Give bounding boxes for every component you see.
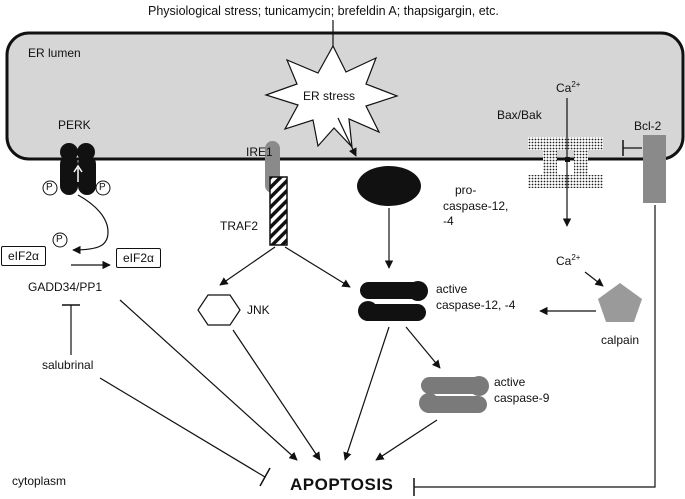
active-caspase12-label-1: active bbox=[436, 282, 468, 296]
eif2a-box: eIF2α bbox=[116, 248, 161, 268]
eif2a-phospho-box: eIF2α bbox=[1, 246, 46, 266]
er-stress-label: ER stress bbox=[303, 89, 356, 103]
calpain-pentagon bbox=[598, 283, 642, 322]
perk-label: PERK bbox=[58, 118, 91, 132]
bcl2-inhibits-apoptosis bbox=[414, 205, 656, 488]
active-caspase12-shape bbox=[358, 281, 428, 321]
traf2-to-jnk-arrow bbox=[219, 246, 276, 286]
ca-cyto-superscript: 2+ bbox=[571, 253, 581, 262]
pro-caspase-label-1: pro- bbox=[455, 183, 477, 197]
stress-to-ire1-arrow bbox=[337, 117, 357, 157]
perk-dimer bbox=[42, 143, 111, 196]
pro-caspase-ellipse bbox=[357, 166, 421, 206]
traf2-to-caspase-arrow bbox=[284, 246, 351, 288]
c12-to-c9-arrow bbox=[405, 326, 441, 369]
bax-bak-label: Bax/Bak bbox=[497, 108, 542, 122]
salubrinal-label: salubrinal bbox=[42, 358, 94, 372]
ca-er-text: Ca bbox=[556, 81, 572, 95]
c12-to-apoptosis bbox=[343, 326, 390, 461]
active-caspase9-shape bbox=[419, 376, 489, 413]
bcl2-block bbox=[643, 135, 666, 203]
active-caspase12-label-2: caspase-12, -4 bbox=[436, 298, 516, 312]
perk-to-eif2a-arrow bbox=[72, 194, 109, 255]
cytoplasm-label: cytoplasm bbox=[12, 474, 67, 488]
jnk-hexagon bbox=[197, 294, 241, 326]
calpain-label: calpain bbox=[601, 333, 640, 347]
active-caspase9-label-2: caspase-9 bbox=[494, 391, 550, 405]
jnk-to-apoptosis bbox=[232, 329, 321, 461]
pro-caspase-label-3: -4 bbox=[443, 214, 454, 228]
phospho-p-right: P bbox=[99, 182, 106, 193]
ca-er-label: Ca2+ bbox=[556, 78, 580, 95]
phospho-p-left: P bbox=[46, 182, 53, 193]
ca-cyto-label: Ca2+ bbox=[556, 251, 580, 268]
traf2-block bbox=[269, 176, 288, 246]
salubrinal-inhibits-apoptosis bbox=[99, 377, 266, 478]
bcl2-label: Bcl-2 bbox=[634, 119, 662, 133]
c9-to-apoptosis bbox=[375, 419, 438, 461]
apoptosis-label: APOPTOSIS bbox=[290, 475, 394, 494]
traf2-label: TRAF2 bbox=[220, 219, 259, 233]
ca-er-superscript: 2+ bbox=[571, 80, 581, 89]
phospho-p-eif2a: P bbox=[56, 234, 63, 245]
bax-bak-channel bbox=[528, 137, 603, 188]
er-lumen-label: ER lumen bbox=[28, 46, 81, 60]
gadd34-label: GADD34/PP1 bbox=[28, 280, 103, 294]
jnk-label: JNK bbox=[247, 303, 270, 317]
ca-to-calpain-arrow bbox=[584, 271, 604, 287]
ire1-label: IRE1 bbox=[246, 145, 273, 159]
active-caspase9-label-1: active bbox=[494, 375, 526, 389]
gadd34-to-apoptosis bbox=[119, 299, 298, 461]
ca-cyto-text: Ca bbox=[556, 254, 572, 268]
top-caption: Physiological stress; tunicamycin; brefe… bbox=[148, 4, 499, 18]
pro-caspase-label-2: caspase-12, bbox=[443, 199, 509, 213]
er-stress-star bbox=[264, 44, 399, 149]
